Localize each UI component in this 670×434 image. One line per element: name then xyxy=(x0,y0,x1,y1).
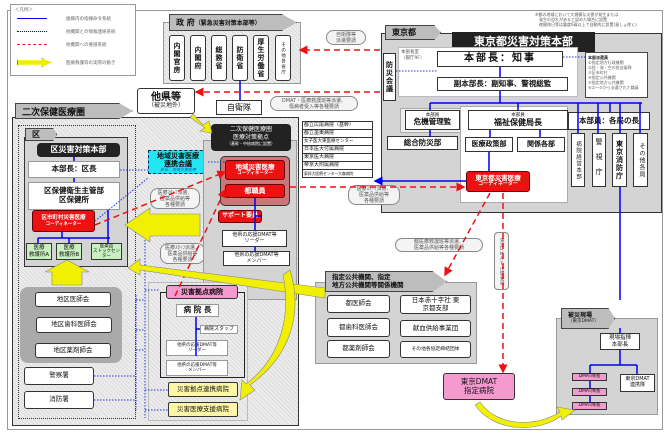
outer-frame xyxy=(7,10,663,430)
government-tab: 政 府（緊急災害対策本部等） xyxy=(169,14,297,31)
ward-chief: 本部長：区長 xyxy=(28,161,120,178)
police-station: 警察署 xyxy=(24,367,94,385)
medical-policy-dept: 医療政策部 xyxy=(465,137,513,152)
site-commander: 現場指揮本部長 xyxy=(600,333,640,350)
member-bureau-heads: 本部員：各局の長 xyxy=(568,112,650,130)
government-subtitle: （緊急災害対策本部等） xyxy=(194,20,261,27)
ward-hq-title: 区災害対策本部 xyxy=(37,143,120,157)
fire-station: 消防署 xyxy=(24,391,94,409)
ministry-defense: 防衛省 xyxy=(232,35,248,81)
ministry-cabinet-secretariat: 内閣官房 xyxy=(169,35,185,81)
related-depts: 関係各部 xyxy=(517,137,565,152)
ministry-cabinet-office: 内閣府 xyxy=(190,35,206,81)
other-pref-subtitle: （被災地外） xyxy=(147,102,184,110)
tokyo-note: ※都の地域において大規模な災害が発生または発生の恐れがあると認めた場合に設置夜間… xyxy=(535,12,637,27)
ward-coordinator: 区市町村災害医療コーディネーター xyxy=(32,210,95,232)
tokyo-coordinator: 東京都災害医療コーディネーター xyxy=(466,171,530,192)
hospital-item: 東邦大医療センター大森病院 xyxy=(302,169,373,178)
legend-label: 他機関との情報連絡系統 xyxy=(66,30,116,35)
legend: ＜凡例＞ 組織内の指揮命令系統 他機関との情報連絡系統 他機関への要請系統 医療… xyxy=(10,4,136,76)
hospital-staff: 病院スタッフ xyxy=(200,325,238,334)
ministry-health-labour: 厚生労働省 xyxy=(253,35,269,81)
staff-request-label-ward: 医療ｽﾀｯﾌ派遣、医薬品供給等各種要請 xyxy=(150,188,200,209)
legend-dotted-line xyxy=(17,31,47,32)
ministry-others: その他各省庁 xyxy=(275,35,291,81)
hospital-item: 帝京大附属病院 xyxy=(302,161,373,169)
dmat-member: 他県の応援DMAT等メンバー xyxy=(223,251,290,266)
dmat-captain: DMAT隊長 xyxy=(572,388,607,396)
hq-chief: 本部長：知事 xyxy=(437,51,563,67)
legend-label: 組織内の指揮命令系統 xyxy=(66,17,111,22)
first-aid-station-b: 医療救護所B xyxy=(56,243,82,260)
member-crisis-manager: 本部員危機管理監 xyxy=(405,110,460,130)
base-dmat-leader: 他県の応援DMAT等リーダー xyxy=(166,340,228,356)
hospital-item: 女子医大東医療センター xyxy=(302,137,373,145)
other-agreement-groups: その他各協定締結団体 xyxy=(400,341,471,358)
hospital-item: 日本医大付属病院 xyxy=(302,145,373,153)
hospital-director: 病 院 長 xyxy=(176,304,219,317)
core-hospital-list: 都立広尾病院（基幹） 都立墨東病院 女子医大東医療センター 日本医大付属病院 東… xyxy=(302,121,373,178)
staff-request-label-tokyo: 医療ｽﾀｯﾌ派遣、医薬品供給等各種要請 xyxy=(348,185,400,205)
hq-room-label: 本部長室（都庁9F） xyxy=(401,50,425,61)
dmat-captain: DMAT隊長 xyxy=(572,373,607,381)
legend-yellow-arrow xyxy=(17,58,52,67)
medical-center-title: 二次保健医療圏医療対策拠点（基幹・中核病院に設置） xyxy=(211,124,291,151)
base-dmat-member: 他県の応援DMAT等メンバー xyxy=(166,360,228,376)
tokyo-tab: 東京都 xyxy=(385,25,441,40)
other-prefectures: 他県等 （被災地外） xyxy=(137,88,195,114)
tokyo-dmat-request-label: 東京DMAT出場要請 xyxy=(494,232,509,290)
medicine-stock-center: 医薬品ストックセンター xyxy=(91,243,122,260)
agency-police: 警視庁 xyxy=(592,133,606,187)
self-defense-forces: 自衛隊 xyxy=(216,100,262,115)
agency-others: その他各局 xyxy=(633,133,648,187)
regional-coordinator: 地域災害医療コーディネーター xyxy=(225,160,285,180)
hospital-item: 都立墨東病院 xyxy=(302,129,373,137)
dmat-request-label: DMAT・医療救護班等派遣、傷病者受入等各種要請 xyxy=(270,96,358,111)
dmat-leader: 他県の応援DMAT等リーダー xyxy=(222,230,287,247)
member-welfare-director: 本部員福祉保健局長 xyxy=(468,110,568,130)
designated-orgs-tab: 指定公共機関、指定地方公共機関等関係機関 xyxy=(325,271,447,292)
metro-medical-association: 都医師会 xyxy=(327,295,390,313)
legend-label: 医療救護等の実際の動き xyxy=(66,61,116,66)
staff-request-label-region: 医療ｽﾀｯﾌ派遣、医薬品供給等各種要請 xyxy=(160,243,205,264)
sdf-request-label: 自衛隊等派遣要請 xyxy=(326,30,366,45)
partner-hospital: 災害拠点連携病院 xyxy=(168,382,238,397)
dmat-captain: DMAT隊長 xyxy=(572,402,607,410)
relief-team-request-label: 都医療救護班等派遣、医薬品供給等各種要請 xyxy=(395,238,483,252)
ward-tab: 区 xyxy=(25,128,57,141)
ward-health-dept: 区保健衛生主管部区保健所 xyxy=(28,182,120,210)
secondary-area-tab: 二次保健医療圏 xyxy=(15,103,133,119)
first-aid-station-a: 医療救護所A xyxy=(26,243,52,260)
government-title: 政 府 xyxy=(176,18,195,27)
district-medical-association: 地区医師会 xyxy=(35,292,111,307)
agency-hospital-management: 病院経営本部 xyxy=(571,133,585,187)
disaster-site-tab: 被災現場（東京DMAT） xyxy=(561,308,615,329)
support-staff: サポート要員 xyxy=(218,210,262,223)
general-disaster-dept: 総合防災部 xyxy=(387,136,458,150)
red-cross-tokyo: 日本赤十字社 東京都支部 xyxy=(400,295,471,314)
hospital-item: 東京医大病院 xyxy=(302,153,373,161)
metro-dental-association: 都歯科医師会 xyxy=(327,318,390,337)
blood-supply-foundation: 献血供給事業団 xyxy=(400,320,471,337)
disaster-council: 防災会議 xyxy=(383,53,396,101)
hospital-item: 都立広尾病院（基幹） xyxy=(302,121,373,129)
district-pharmacist-association: 地区薬剤師会 xyxy=(35,343,111,358)
metro-pharmacist-association: 都薬剤師会 xyxy=(327,340,390,358)
legend-title: ＜凡例＞ xyxy=(15,8,33,13)
legend-label: 他機関への要請系統 xyxy=(66,43,107,48)
ministry-internal-affairs: 総務省 xyxy=(211,35,227,81)
legend-dashed-arrow xyxy=(17,44,47,45)
support-hospital: 災害医療支援病院 xyxy=(168,402,238,417)
legend-solid-line xyxy=(17,18,47,19)
disaster-base-hospital: 災害拠点病院 xyxy=(166,285,238,299)
district-dental-association: 地区歯科医師会 xyxy=(36,317,112,333)
other-pref-title: 他県等 xyxy=(151,91,181,103)
regional-council: 地域災害医療連携会議会長：地域災害医療 xyxy=(148,150,208,174)
hq-deputy: 副本部長：副知事、警視総監 xyxy=(437,77,568,91)
metro-staff: 都職員 xyxy=(225,184,285,198)
agency-fire: 東京消防庁 xyxy=(612,133,627,187)
